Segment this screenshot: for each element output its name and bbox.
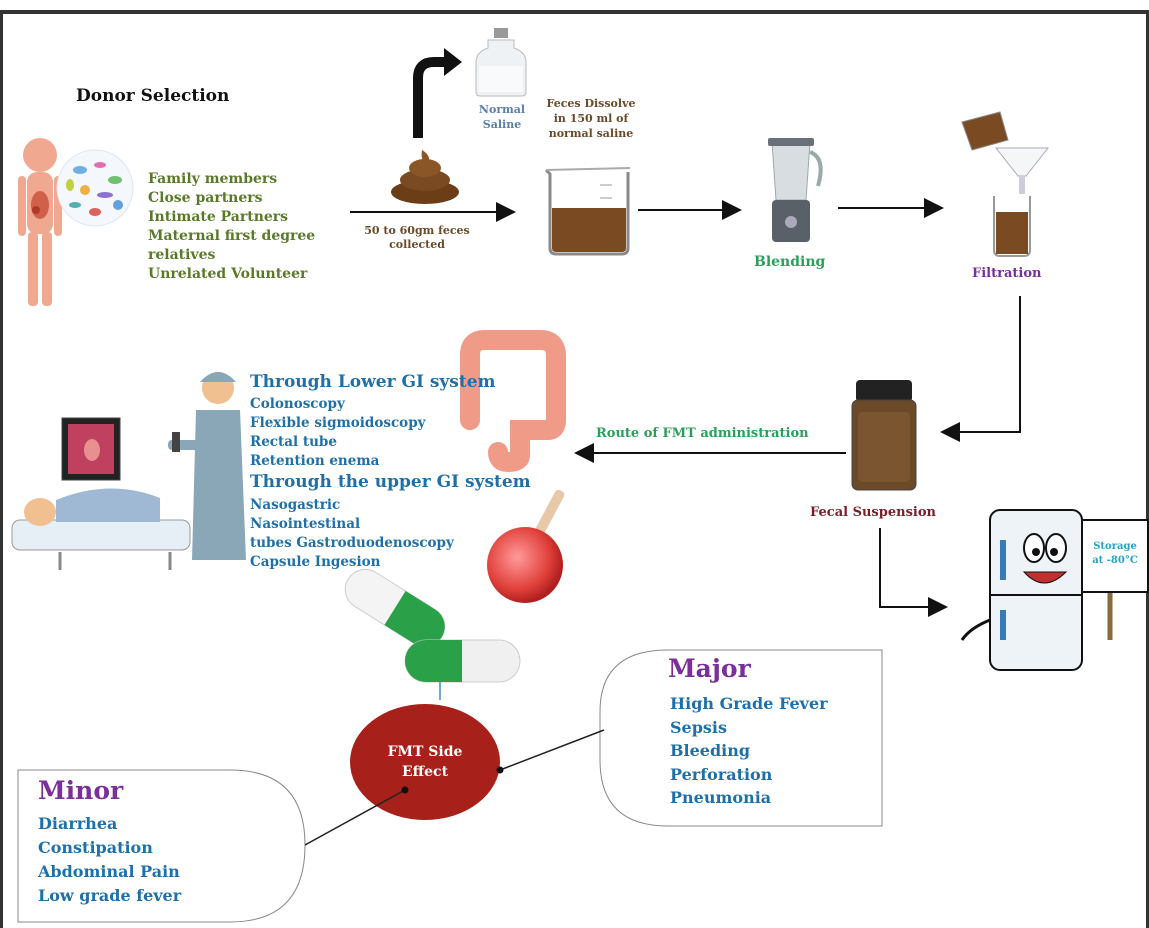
major-item: Bleeding — [670, 741, 751, 760]
storage-line: Storage — [1093, 541, 1137, 552]
enema-bulb-icon — [487, 489, 565, 603]
minor-item: Low grade fever — [38, 886, 182, 905]
major-item: Pneumonia — [670, 788, 772, 807]
lower-gi-item: Retention enema — [250, 453, 380, 469]
collection-line: collected — [389, 238, 445, 251]
lower-gi-item: Flexible sigmoidoscopy — [250, 415, 426, 431]
colon-icon — [460, 330, 566, 473]
fecal-suspension-jar-icon — [851, 380, 917, 491]
minor-item: Constipation — [38, 838, 153, 857]
minor-box — [17, 769, 306, 923]
lower-gi-item: Colonoscopy — [250, 396, 345, 412]
storage-label: Storage at -80°C — [1086, 540, 1144, 568]
major-item: Sepsis — [670, 717, 728, 737]
saline-line: Saline — [482, 118, 522, 131]
flow-arrow-store — [879, 528, 948, 617]
lower-gi-list: Colonoscopy Flexible sigmoidoscopy Recta… — [250, 395, 425, 471]
feces-icon — [391, 150, 459, 204]
flow-arrow-suspend — [940, 296, 1021, 442]
side-effect-label: FMT Side Effect — [365, 742, 485, 782]
upper-gi-title: Through the upper GI system — [250, 472, 531, 492]
lower-gi-title: Through Lower GI system — [250, 372, 496, 392]
dissolve-line: in 150 ml of — [553, 112, 629, 125]
donor-item: Close partners — [148, 190, 263, 206]
outer-frame — [0, 10, 1149, 928]
donor-item: Intimate Partners — [148, 209, 289, 225]
route-label: Route of FMT administration — [596, 426, 809, 441]
major-title: Major — [668, 654, 751, 683]
donor-item: Unrelated Volunteer — [148, 266, 308, 282]
microbiome-icon — [56, 149, 134, 227]
minor-item: Abdominal Pain — [38, 862, 180, 881]
lower-gi-item: Rectal tube — [250, 434, 337, 450]
major-box — [599, 649, 883, 827]
dissolve-line: normal saline — [548, 127, 634, 140]
donor-item: Family members — [148, 171, 278, 187]
collection-line: 50 to 60gm feces — [364, 224, 470, 237]
fecal-suspension-label: Fecal Suspension — [810, 505, 936, 520]
add-saline-arrow — [413, 57, 446, 138]
donor-list: Family members Close partners Intimate P… — [148, 170, 315, 284]
donor-item: Maternal first degree — [148, 228, 316, 244]
dissolve-line: Feces Dissolve — [546, 97, 636, 110]
minor-title: Minor — [38, 776, 124, 805]
saline-line: Normal — [478, 103, 526, 116]
major-item: High Grade Fever — [670, 694, 828, 713]
minor-list: Diarrhea Constipation Abdominal Pain Low… — [38, 812, 181, 908]
major-item: Perforation — [670, 764, 773, 784]
blender-icon — [768, 138, 823, 242]
donor-item: relatives — [148, 247, 216, 263]
side-effect-line: FMT Side — [387, 744, 463, 760]
major-list: High Grade Fever Sepsis Bleeding Perfora… — [670, 692, 828, 810]
major-connector — [499, 729, 605, 771]
capsule-icon — [344, 568, 521, 683]
minor-connector — [304, 789, 406, 846]
collection-label: 50 to 60gm feces collected — [362, 224, 472, 252]
human-body-icon — [18, 138, 62, 306]
filtration-label: Filtration — [972, 266, 1042, 281]
dissolve-label: Feces Dissolve in 150 ml of normal salin… — [536, 96, 646, 141]
filtration-icon — [961, 111, 1050, 257]
blending-label: Blending — [754, 254, 826, 270]
side-effect-line: Effect — [401, 764, 449, 780]
freezer-icon — [960, 509, 1149, 671]
upper-gi-item: Nasointestinal — [250, 516, 361, 532]
donor-selection-title: Donor Selection — [76, 86, 230, 106]
upper-gi-item: Nasogastric — [250, 497, 341, 513]
endoscopy-procedure-icon — [11, 372, 246, 570]
saline-bottle-icon — [475, 28, 527, 97]
minor-item: Diarrhea — [38, 814, 118, 833]
storage-line: at -80°C — [1092, 555, 1138, 566]
beaker-icon — [544, 167, 631, 256]
upper-gi-list: Nasogastric Nasointestinal tubes Gastrod… — [250, 496, 454, 572]
upper-gi-item: Capsule Ingesion — [250, 554, 381, 570]
saline-label: Normal Saline — [474, 102, 530, 132]
upper-gi-item: tubes Gastroduodenoscopy — [250, 535, 454, 551]
side-effect-oval — [350, 704, 500, 820]
